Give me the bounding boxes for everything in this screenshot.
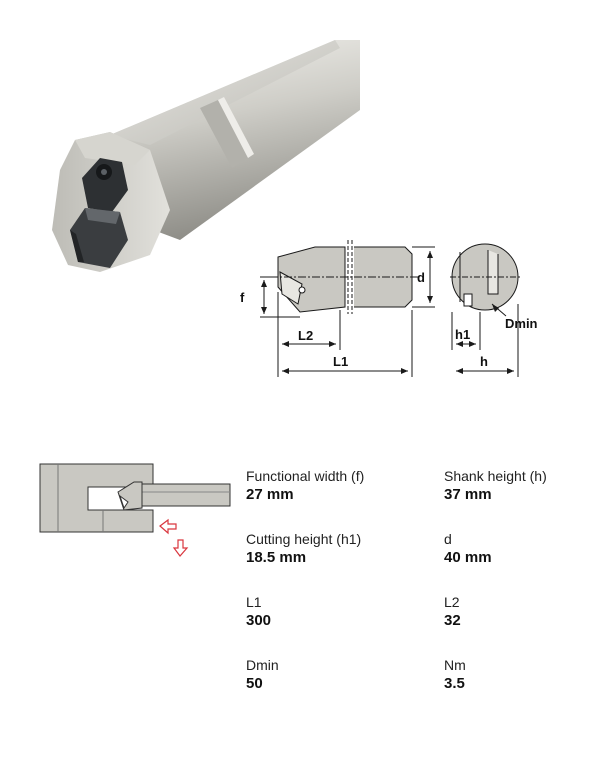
spec-label: Shank height (h) — [444, 468, 547, 484]
feed-arrow-icon — [159, 518, 189, 557]
label-l1: L1 — [333, 354, 348, 369]
spec-d: d 40 mm — [444, 530, 600, 568]
product-photo — [52, 40, 360, 272]
spec-shank-height: Shank height (h) 37 mm — [444, 467, 600, 505]
spec-value: 27 mm — [246, 486, 294, 503]
spec-cutting-height: Cutting height (h1) 18.5 mm — [246, 530, 416, 568]
spec-l1: L1 300 — [246, 593, 416, 631]
spec-label: Dmin — [246, 657, 279, 673]
spec-label: Cutting height (h1) — [246, 531, 362, 547]
spec-dmin: Dmin 50 — [246, 656, 416, 694]
label-l2: L2 — [298, 328, 313, 343]
spec-nm: Nm 3.5 — [444, 656, 600, 694]
spec-label: Functional width (f) — [246, 468, 365, 484]
spec-value: 3.5 — [444, 675, 465, 692]
label-dmin: Dmin — [505, 316, 538, 331]
label-d: d — [417, 270, 425, 285]
spec-value: 18.5 mm — [246, 549, 307, 566]
spec-l2: L2 32 — [444, 593, 600, 631]
spec-label: L2 — [444, 594, 460, 610]
spec-value: 50 — [246, 675, 263, 692]
spec-label: L1 — [246, 594, 262, 610]
label-f: f — [240, 290, 245, 305]
label-h1: h1 — [455, 327, 470, 342]
spec-functional-width: Functional width (f) 27 mm — [246, 467, 416, 505]
end-view-circle — [451, 243, 519, 311]
spec-value: 32 — [444, 612, 461, 629]
spec-label: Nm — [444, 657, 466, 673]
application-sketch — [39, 463, 231, 557]
dimension-drawing: f L2 L1 d h1 h Dmin — [240, 240, 538, 377]
spec-value: 40 mm — [444, 549, 492, 566]
label-h: h — [480, 354, 488, 369]
spec-label: d — [444, 531, 452, 547]
spec-value: 300 — [246, 612, 272, 629]
spec-value: 37 mm — [444, 486, 492, 503]
